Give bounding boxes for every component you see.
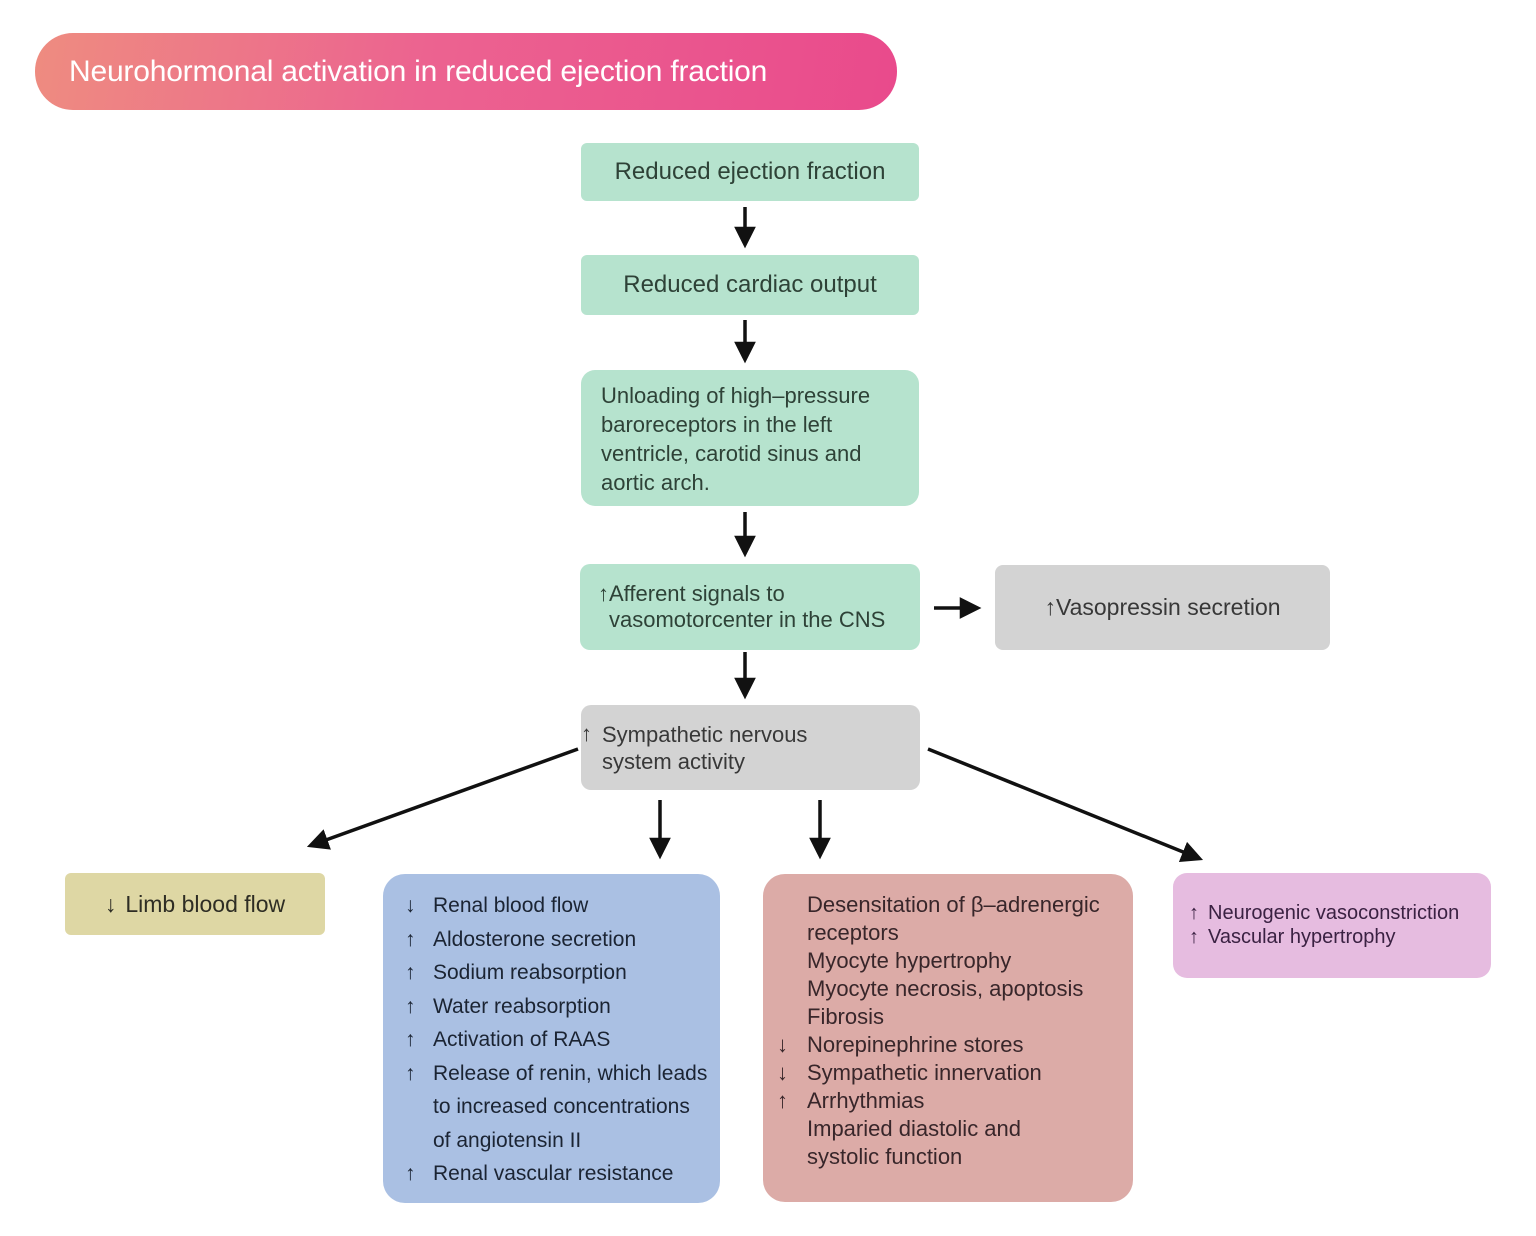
up-arrow-icon: ↑ — [1189, 902, 1199, 924]
node-label-line: Afferent signals to — [609, 581, 785, 606]
list-item-label: Neurogenic vasoconstriction — [1208, 902, 1460, 924]
list-item: ↓ Renal blood flow — [405, 889, 714, 923]
list-item: ↓ Norepinephrine stores — [777, 1031, 1127, 1059]
list-item: ↑ Neurogenic vasoconstriction — [1189, 902, 1491, 926]
node-vasopressin-secretion: ↑ Vasopressin secretion — [995, 565, 1330, 650]
list-item-label: Imparied diastolic and systolic function — [807, 1115, 1127, 1171]
up-arrow-icon: ↑ — [405, 994, 416, 1018]
node-label: Vasopressin secretion — [1055, 594, 1281, 620]
arrow-sympathetic-to-vascular — [927, 747, 1204, 862]
node-label-line: Sympathetic nervous — [602, 721, 808, 747]
arrow-sympathetic-to-limb — [306, 747, 579, 850]
list-item: Desensitation of β–adrenergic receptors — [777, 891, 1127, 947]
up-arrow-icon: ↑ — [405, 927, 416, 951]
node-limb-blood-flow: ↓ Limb blood flow — [65, 873, 325, 935]
list-item-line: Imparied diastolic and — [807, 1116, 1022, 1141]
node-label-line: ventricle, carotid sinus and — [601, 441, 862, 466]
down-arrow-icon: ↓ — [777, 1032, 788, 1057]
up-arrow-icon: ↑ — [405, 961, 416, 984]
node-vascular-effects: ↑ Neurogenic vasoconstriction ↑ Vascular… — [1173, 873, 1491, 978]
list-item: ↑ Arrhythmias — [777, 1087, 1127, 1115]
list-item: ↑ Water reabsorption — [405, 990, 714, 1024]
list-item-label: Water reabsorption — [433, 994, 611, 1018]
node-afferent-signals: ↑ Afferent signals to vasomotorcenter in… — [580, 564, 920, 650]
list-item: ↓ Sympathetic innervation — [777, 1059, 1127, 1087]
list-item-label: Norepinephrine stores — [807, 1032, 1024, 1057]
node-label: Limb blood flow — [125, 890, 286, 917]
list-item-label: Aldosterone secretion — [433, 927, 637, 951]
down-arrow-icon: ↓ — [104, 890, 117, 917]
node-label-line: aortic arch. — [601, 470, 710, 495]
list-item-label: Vascular hypertrophy — [1208, 925, 1396, 948]
up-arrow-icon: ↑ — [405, 1162, 416, 1185]
down-arrow-icon: ↓ — [405, 894, 416, 917]
title-banner: Neurohormonal activation in reduced ejec… — [35, 33, 897, 110]
node-label: Reduced ejection fraction — [614, 158, 886, 185]
list-item: Myocyte hypertrophy — [777, 947, 1127, 975]
list-item-label: Renal vascular resistance — [433, 1162, 674, 1185]
list-item-label: Arrhythmias — [807, 1088, 925, 1113]
list-item-line: Desensitation of β–adrenergic — [807, 892, 1100, 917]
node-sympathetic-activity: ↑ Sympathetic nervous system activity — [581, 705, 920, 790]
node-renal-effects: ↓ Renal blood flow ↑ Aldosterone secreti… — [383, 874, 720, 1203]
node-label: Reduced cardiac output — [623, 271, 877, 298]
list-item-label: Sodium reabsorption — [433, 961, 627, 984]
node-content: ↑ Afferent signals to vasomotorcenter in… — [598, 581, 920, 633]
list-item-label: Activation of RAAS — [433, 1028, 611, 1051]
down-arrow-icon: ↓ — [777, 1060, 788, 1085]
node-reduced-ejection-fraction: Reduced ejection fraction — [581, 143, 919, 201]
node-label: Sympathetic nervous system activity — [602, 721, 920, 775]
node-reduced-cardiac-output: Reduced cardiac output — [581, 255, 919, 315]
list-item-line: systolic function — [807, 1144, 963, 1169]
list-item-line: receptors — [807, 920, 899, 945]
list-item-line: to increased concentrations — [433, 1095, 690, 1118]
node-label-line: baroreceptors in the left — [601, 412, 833, 437]
up-arrow-icon: ↑ — [1044, 594, 1056, 620]
node-label-line: vasomotorcenter in the CNS — [609, 607, 886, 632]
list-item: ↑ Renal vascular resistance — [405, 1157, 714, 1191]
list-item: ↑ Sodium reabsorption — [405, 956, 714, 990]
list-item: ↑ Activation of RAAS — [405, 1023, 714, 1057]
list-item-line: of angiotensin II — [433, 1128, 582, 1152]
list-item: Myocyte necrosis, apoptosis — [777, 975, 1127, 1003]
list-item-label: Renal blood flow — [433, 894, 589, 917]
list-item-label: Myocyte necrosis, apoptosis — [807, 976, 1084, 1001]
node-label: Afferent signals to vasomotorcenter in t… — [609, 581, 920, 633]
list-item-label: Desensitation of β–adrenergic receptors — [807, 891, 1127, 947]
up-arrow-icon: ↑ — [581, 720, 592, 746]
list-item: Fibrosis — [777, 1003, 1127, 1031]
node-cardiac-effects: Desensitation of β–adrenergic receptors … — [763, 874, 1133, 1202]
list-item-label: Sympathetic innervation — [807, 1060, 1042, 1085]
list-item-line: Release of renin, which leads — [433, 1061, 708, 1085]
node-content: ↑ Sympathetic nervous system activity — [581, 721, 920, 775]
list-item: Imparied diastolic and systolic function — [777, 1115, 1127, 1171]
node-label-line: system activity — [602, 748, 746, 774]
list-item: ↑ Vascular hypertrophy — [1189, 926, 1491, 950]
list-item: ↑ Aldosterone secretion — [405, 923, 714, 957]
up-arrow-icon: ↑ — [405, 1061, 416, 1085]
up-arrow-icon: ↑ — [598, 581, 609, 606]
list-item-label: Myocyte hypertrophy — [807, 948, 1012, 973]
up-arrow-icon: ↑ — [777, 1088, 788, 1113]
up-arrow-icon: ↑ — [1189, 925, 1199, 948]
list-item-label: Fibrosis — [807, 1004, 885, 1029]
node-baroreceptor-unloading: Unloading of high–pressure baroreceptors… — [581, 370, 919, 506]
list-item: ↑ Release of renin, which leads to incre… — [405, 1057, 714, 1158]
list-item-label: Release of renin, which leads to increas… — [433, 1057, 714, 1158]
node-label-line: Unloading of high–pressure — [601, 383, 871, 408]
page-title: Neurohormonal activation in reduced ejec… — [69, 54, 768, 88]
up-arrow-icon: ↑ — [405, 1028, 416, 1051]
